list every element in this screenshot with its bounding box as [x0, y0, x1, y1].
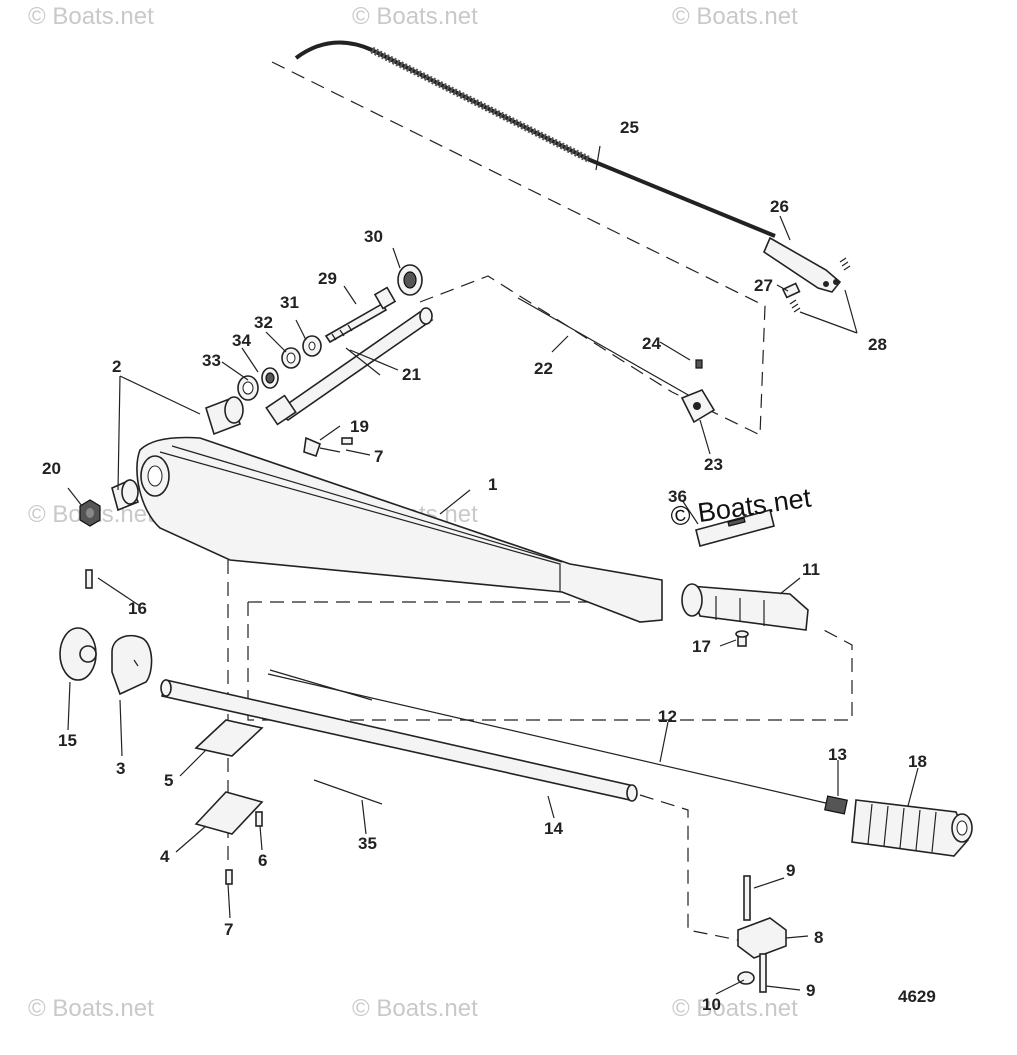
leader-lines — [67, 145, 919, 995]
label-part-8: 8 — [814, 928, 823, 947]
part-14-tube — [160, 679, 638, 802]
part-16-pin — [85, 569, 93, 589]
label-part-24: 24 — [642, 334, 661, 353]
label-part-3: 3 — [116, 759, 125, 778]
part-12-cable — [267, 669, 831, 805]
parts-15-3 — [59, 627, 153, 696]
part-22-rod — [517, 297, 691, 397]
part-30-seal — [397, 264, 423, 296]
watermark-bottom-left: © Boats.net — [28, 995, 154, 1022]
label-part-35: 35 — [358, 834, 377, 853]
label-part-16: 16 — [128, 599, 147, 618]
label-part-4: 4 — [160, 847, 170, 866]
parts-13-18 — [824, 795, 973, 857]
part-20-nut — [79, 499, 101, 527]
label-part-5: 5 — [164, 771, 173, 790]
part-17-screw — [735, 630, 749, 647]
label-part-36: 36 — [668, 487, 687, 506]
part-1-tiller-arm — [136, 436, 663, 623]
label-part-17: 17 — [692, 637, 711, 656]
parts-27-28 — [781, 257, 851, 313]
label-part-20: 20 — [42, 459, 61, 478]
label-part-29: 29 — [318, 269, 337, 288]
label-part-7-lower: 7 — [224, 920, 233, 939]
label-part-6: 6 — [258, 851, 267, 870]
watermark-top-left: © Boats.net — [28, 3, 154, 30]
label-part-23: 23 — [704, 455, 723, 474]
label-part-30: 30 — [364, 227, 383, 246]
parts-4-7 — [194, 437, 353, 885]
label-part-10: 10 — [702, 995, 721, 1014]
label-part-34: 34 — [232, 331, 251, 350]
label-part-25: 25 — [620, 118, 639, 137]
label-part-14: 14 — [544, 819, 563, 838]
label-part-15: 15 — [58, 731, 77, 750]
label-part-22: 22 — [534, 359, 553, 378]
parts-23-24 — [680, 359, 716, 424]
label-part-7-upper: 7 — [374, 447, 383, 466]
label-part-19: 19 — [350, 417, 369, 436]
part-2-bushings — [111, 396, 244, 512]
label-part-1: 1 — [488, 475, 497, 494]
label-part-9-lower: 9 — [806, 981, 815, 1000]
label-part-26: 26 — [770, 197, 789, 216]
part-labels: 1 2 3 4 5 6 7 7 8 9 9 10 11 12 13 14 15 … — [42, 118, 927, 1014]
label-part-32: 32 — [254, 313, 273, 332]
label-part-31: 31 — [280, 293, 299, 312]
part-36-decal — [695, 509, 775, 547]
label-part-12: 12 — [658, 707, 677, 726]
washers-31-34 — [237, 335, 322, 401]
part-29-bolt — [324, 286, 397, 344]
drawing-number: 4629 — [898, 987, 936, 1006]
watermark-top-center: © Boats.net — [352, 3, 478, 30]
label-part-9-upper: 9 — [786, 861, 795, 880]
parts-8-10 — [737, 875, 787, 993]
label-part-28: 28 — [868, 335, 887, 354]
label-part-33: 33 — [202, 351, 221, 370]
label-part-27: 27 — [754, 276, 773, 295]
label-part-21: 21 — [402, 365, 421, 384]
watermark-bottom-right: © Boats.net — [672, 995, 798, 1022]
part-35-pin — [313, 779, 383, 805]
label-part-13: 13 — [828, 745, 847, 764]
part-21-shaft — [265, 307, 434, 426]
part-11-grip — [681, 583, 809, 631]
watermark-top-right: © Boats.net — [672, 3, 798, 30]
watermark-bottom-center: © Boats.net — [352, 995, 478, 1022]
part-25-cable — [294, 40, 776, 238]
label-part-11: 11 — [802, 560, 820, 579]
part-19-clip — [303, 436, 341, 458]
label-part-2: 2 — [112, 357, 121, 376]
part-26-lever — [763, 236, 842, 293]
label-part-18: 18 — [908, 752, 927, 771]
